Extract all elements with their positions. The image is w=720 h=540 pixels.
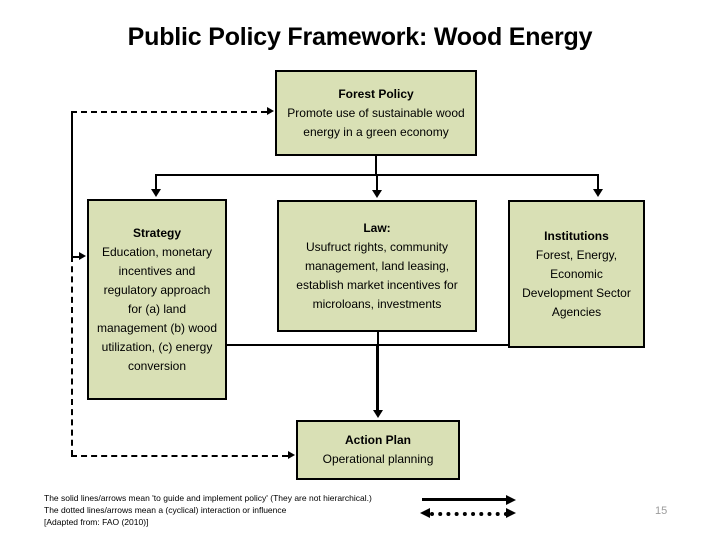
connector-forestpolicy-down	[375, 156, 377, 176]
footnote-line-1: The solid lines/arrows mean 'to guide an…	[44, 493, 372, 503]
node-law[interactable]: Law: Usufruct rights, community manageme…	[277, 200, 477, 332]
dotted-connector-to-strategy	[71, 256, 81, 258]
arrow-into-strategy	[151, 189, 161, 197]
arrow-into-law	[372, 190, 382, 198]
dotted-arrow-head-left-icon	[420, 508, 430, 518]
dotted-arrow-head-right-icon	[506, 508, 516, 518]
node-forest-policy-body: Promote use of sustainable wood energy i…	[287, 105, 465, 139]
legend-dotted-arrow	[420, 508, 526, 520]
legend	[420, 494, 540, 528]
node-strategy-header: Strategy	[132, 225, 182, 240]
connector-branch-law	[376, 174, 378, 191]
connector-left-riser-solid	[71, 111, 73, 257]
footnote-line-2: The dotted lines/arrows mean a (cyclical…	[44, 505, 287, 515]
solid-arrow-shaft-icon	[422, 498, 508, 501]
node-law-body: Usufruct rights, community management, l…	[296, 239, 458, 311]
connector-branch-strategy	[155, 174, 157, 190]
legend-solid-arrow	[420, 494, 526, 506]
footnote-line-3: [Adapted from: FAO (2010)]	[44, 517, 149, 527]
dotted-arrow-shaft-icon	[430, 512, 508, 516]
dotted-connector-left-riser	[71, 256, 73, 456]
node-strategy-body: Education, monetary incentives and regul…	[96, 244, 218, 373]
node-law-header: Law:	[363, 220, 391, 235]
node-institutions-body: Forest, Energy, Economic Development Sec…	[522, 247, 631, 319]
connector-collector-down	[376, 344, 379, 412]
connector-branch-institutions	[597, 174, 599, 190]
solid-arrow-head-icon	[506, 495, 516, 505]
node-forest-policy[interactable]: Forest Policy Promote use of sustainable…	[275, 70, 477, 156]
node-institutions[interactable]: Institutions Forest, Energy, Economic De…	[508, 200, 645, 348]
arrow-into-action-plan-left	[288, 451, 295, 459]
node-forest-policy-header: Forest Policy	[338, 86, 414, 101]
node-action-plan-header: Action Plan	[344, 433, 411, 447]
dotted-connector-to-action-plan	[71, 455, 288, 457]
arrow-into-forest-policy	[267, 107, 274, 115]
node-action-plan-body: Operational planning	[322, 452, 434, 466]
dotted-connector-to-forest-policy	[71, 111, 267, 113]
page-title: Public Policy Framework: Wood Energy	[127, 23, 593, 51]
connector-collector-bar	[227, 344, 509, 346]
page-number: 15	[655, 505, 668, 517]
node-strategy[interactable]: Strategy Education, monetary incentives …	[87, 199, 227, 400]
footnotes: The solid lines/arrows mean 'to guide an…	[44, 492, 464, 528]
arrow-into-institutions	[593, 189, 603, 197]
node-action-plan[interactable]: Action Plan Operational planning	[296, 420, 460, 480]
connector-law-down	[377, 332, 379, 346]
arrow-into-action-plan	[373, 410, 383, 418]
node-institutions-header: Institutions	[544, 228, 609, 243]
arrow-into-strategy-left	[79, 252, 86, 260]
